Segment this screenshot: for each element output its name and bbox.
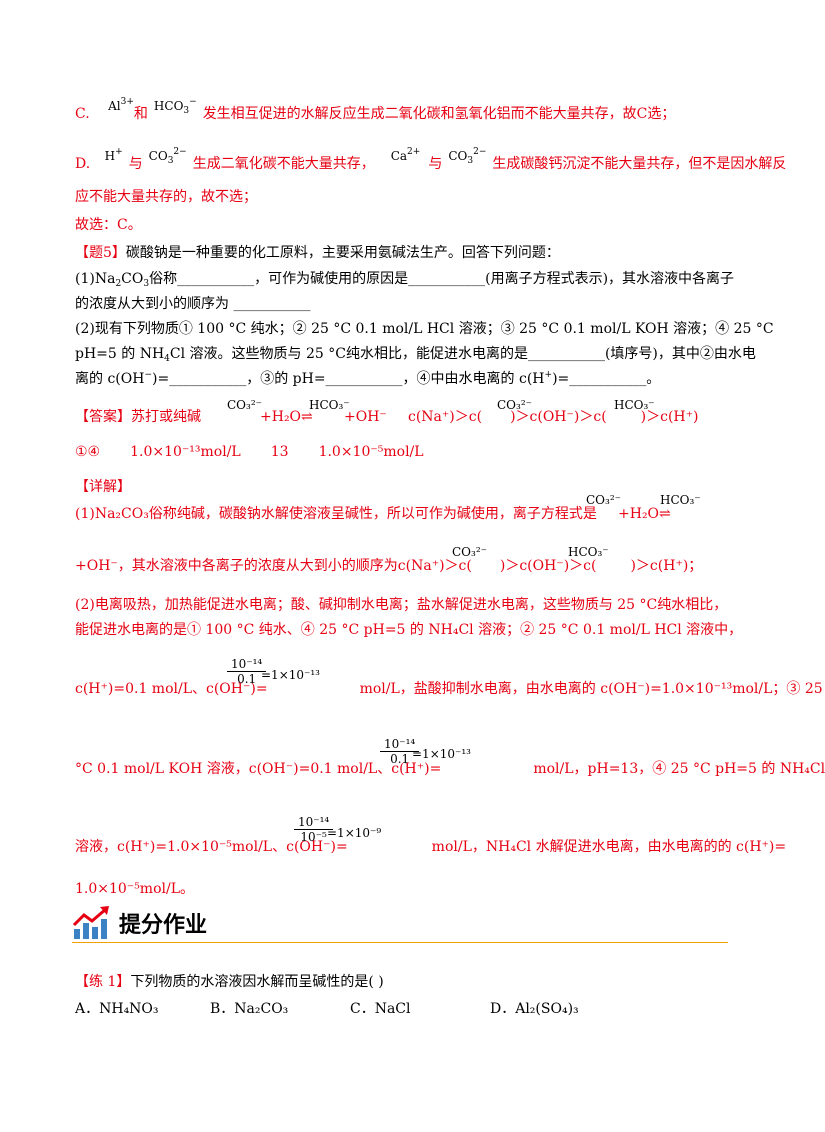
answer-order-hco3: HCO₃⁻ — [614, 398, 655, 412]
co3-ion-2: CO32− — [448, 147, 487, 166]
detail-line-1: (1)Na₂CO₃俗称纯碱，碳酸钠水解使溶液呈碱性，所以可作为碱使用，离子方程式… — [75, 506, 597, 522]
question-5-intro: 【题5】碳酸钠是一种重要的化工原料，主要采用氨碱法生产。回答下列问题： — [75, 244, 560, 262]
fraction-3-result: =1×10⁻⁹ — [327, 826, 382, 840]
hco3-ion: HCO3− — [153, 97, 197, 116]
d-with1: 与 — [128, 156, 143, 172]
answer-co3: CO₃²⁻ — [227, 398, 262, 412]
detail-co3: CO₃²⁻ — [586, 493, 621, 507]
q5-intro-text: 碳酸钠是一种重要的化工原料，主要采用氨碱法生产。回答下列问题： — [125, 245, 560, 261]
exercise-1-question: 【练 1】下列物质的水溶液因水解而呈碱性的是( ) — [75, 973, 384, 991]
detail-line-5: c(H⁺)=0.1 mol/L、c(OH⁻)=mol/L，盐酸抑制水电离，由水电… — [75, 681, 823, 697]
detail-tag: 【详解】 — [75, 479, 131, 495]
fraction-2-result: =1×10⁻¹³ — [412, 747, 471, 761]
option-a[interactable]: A．NH₄NO₃ — [75, 1001, 159, 1017]
ca-ion: Ca2+ — [390, 147, 421, 163]
detail-line-8: 1.0×10⁻⁵mol/L。 — [75, 881, 195, 897]
answer-order: c(Na⁺)＞c()＞c(OH⁻)＞c()＞c(H⁺) — [408, 409, 699, 425]
answer-equation-oh: +OH⁻ — [344, 409, 387, 425]
d-text1: 生成二氧化碳不能大量共存， — [192, 156, 375, 172]
option-c-explanation: C. Al3+和 HCO3− 发生相互促进的水解反应生成二氧化碳和氢氧化铝而不能大量… — [75, 97, 676, 125]
answer-tag: 【答案】 — [75, 409, 131, 425]
d-text3: 应不能大量共存的，故不选； — [75, 189, 257, 205]
c-prefix: C. — [75, 106, 95, 122]
document-page: C. Al3+和 HCO3− 发生相互促进的水解反应生成二氧化碳和氢氧化铝而不能大量… — [72, 97, 825, 1017]
answer-1: 苏打或纯碱 — [131, 409, 201, 425]
detail-hco3: HCO₃⁻ — [660, 493, 701, 507]
option-d[interactable]: D．Al₂(SO₄)₃ — [490, 1001, 579, 1017]
fraction-1-result: =1×10⁻¹³ — [261, 668, 320, 682]
detail-order-hco3: HCO₃⁻ — [568, 545, 609, 559]
answer-order-co3: CO₃²⁻ — [497, 398, 532, 412]
detail-line-1-end: +H₂O⇌ — [618, 506, 671, 522]
section-divider — [72, 942, 728, 943]
question-5-part2-cont: pH=5 的 NH4Cl 溶液。这些物质与 25 °C纯水相比，能促进水电离的是… — [75, 346, 756, 364]
answer-hco3: HCO₃⁻ — [309, 398, 350, 412]
detail-line-2: +OH⁻，其水溶液中各离子的浓度从大到小的顺序为c(Na⁺)＞c()＞c(OH⁻… — [75, 558, 703, 574]
al-ion: Al3+ — [108, 97, 134, 113]
option-d-explanation: D. H+ 与 CO32− 生成二氧化碳不能大量共存， Ca2+ 与 CO32− 生成碳酸钙沉… — [75, 147, 787, 175]
detail-line-3: (2)电离吸热，加热能促进水电离；酸、碱抑制水电离；盐水解促进水电离，这些物质与… — [75, 597, 728, 613]
question-5-part2: (2)现有下列物质① 100 °C 纯水；② 25 °C 0.1 mol/L H… — [75, 321, 774, 337]
detail-order-co3: CO₃²⁻ — [452, 545, 487, 559]
exercise-1-text: 下列物质的水溶液因水解而呈碱性的是( ) — [130, 974, 384, 990]
section-title: 提分作业 — [119, 913, 208, 938]
d-with2: 与 — [428, 156, 443, 172]
question-tag: 【题5】 — [75, 245, 126, 261]
co3-ion-1: CO32− — [148, 147, 187, 166]
detail-line-7: 溶液，c(H⁺)=1.0×10⁻⁵mol/L、c(OH⁻)=mol/L，NH₄C… — [75, 839, 787, 855]
question-5-part1: (1)Na2CO3俗称___________，可作为碱使用的原因是_______… — [75, 271, 735, 289]
question-5-part2-end: 离的 c(OH−)=___________，③的 pH=___________，… — [75, 370, 661, 387]
exercise-tag: 【练 1】 — [75, 974, 131, 990]
option-b[interactable]: B．Na₂CO₃ — [210, 1001, 289, 1017]
detail-line-6: °C 0.1 mol/L KOH 溶液，c(OH⁻)=0.1 mol/L、c(H… — [75, 761, 825, 777]
answer-equation-h2o: +H₂O⇌ — [260, 409, 313, 425]
c-text: 发生相互促进的水解反应生成二氧化碳和氢氧化铝而不能大量共存，故C选； — [202, 106, 676, 122]
conclusion: 故选：C。 — [75, 217, 142, 233]
d-text2: 生成碳酸钙沉淀不能大量共存，但不是因水解反 — [492, 156, 787, 172]
d-prefix: D. — [75, 156, 95, 172]
detail-line-4: 能促进水电离的是① 100 °C 纯水、④ 25 °C pH=5 的 NH₄Cl… — [75, 622, 743, 638]
question-5-part1-cont: 的浓度从大到小的顺序为 ___________ — [75, 296, 311, 312]
chart-growth-icon — [72, 906, 109, 939]
section-header: 提分作业 — [72, 905, 728, 945]
h-ion: H+ — [104, 147, 123, 163]
answer-line-1: 【答案】苏打或纯碱 — [75, 408, 201, 426]
option-c[interactable]: C．NaCl — [350, 1001, 411, 1017]
c-and: 和 — [133, 106, 148, 122]
